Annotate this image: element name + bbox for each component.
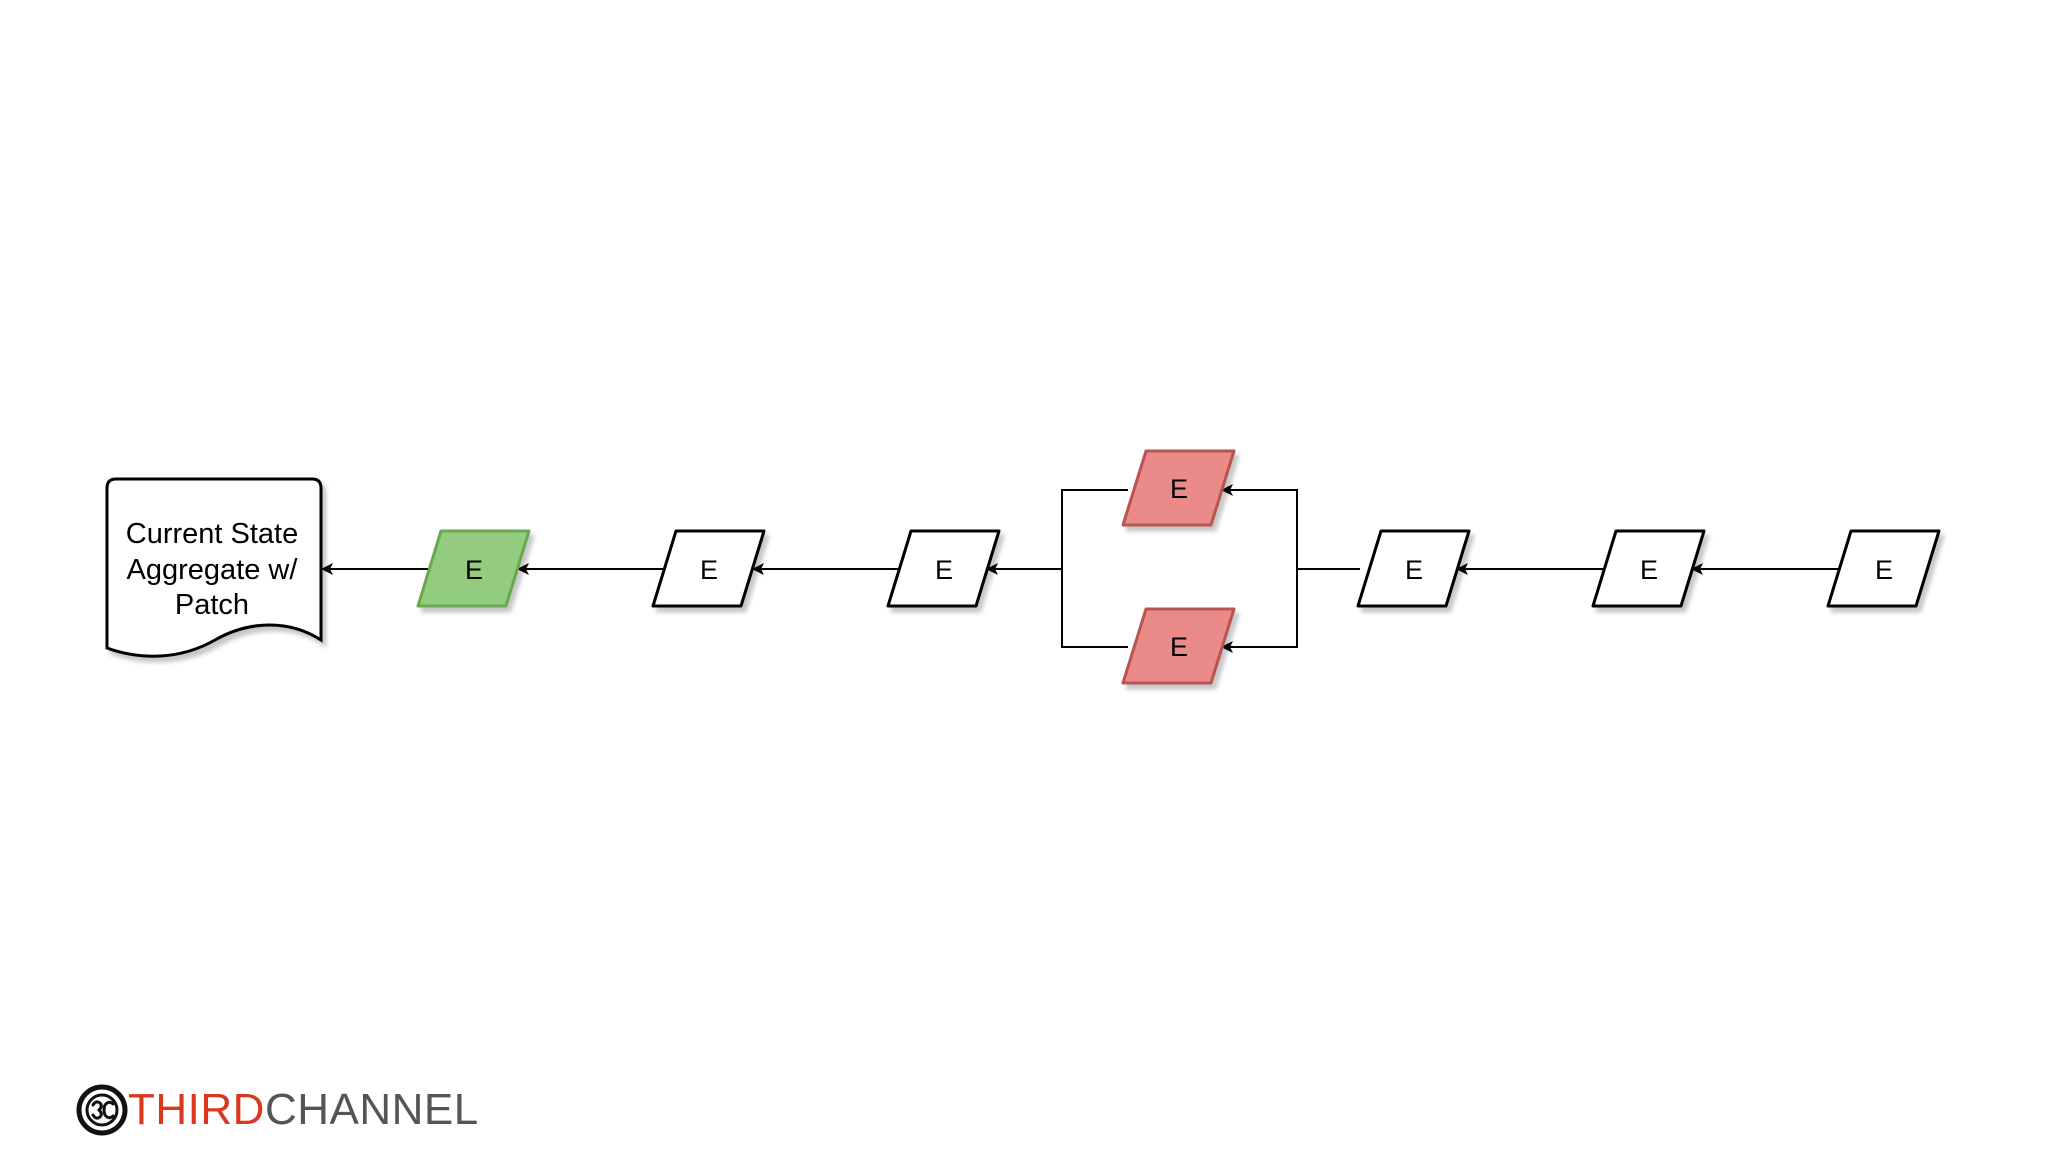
thirdchannel-logo-icon bbox=[76, 1084, 128, 1136]
edge-e4-branch bbox=[1061, 489, 1128, 648]
document-label-line1: Current State bbox=[126, 518, 298, 550]
event-node: E bbox=[1591, 529, 1706, 608]
event-label: E bbox=[1405, 555, 1423, 585]
thirdchannel-logo: THIRDCHANNEL bbox=[76, 1082, 479, 1138]
current-state-document: Current State Aggregate w/ Patch bbox=[105, 477, 323, 658]
event-node: E bbox=[1121, 607, 1236, 685]
event-node: E bbox=[886, 529, 1001, 608]
event-node: E bbox=[1356, 529, 1471, 608]
edge-split-to-e4 bbox=[1221, 484, 1360, 570]
event-label: E bbox=[1170, 632, 1188, 662]
event-node: E bbox=[651, 529, 766, 608]
event-label: E bbox=[1640, 555, 1658, 585]
document-label-line2: Aggregate w/ bbox=[127, 554, 299, 586]
logo-third: THIRD bbox=[128, 1085, 265, 1134]
edges bbox=[321, 484, 1839, 653]
event-label: E bbox=[1875, 555, 1893, 585]
document-label-line3: Patch bbox=[175, 589, 249, 621]
event-label: E bbox=[1170, 474, 1188, 504]
logo-channel: CHANNEL bbox=[264, 1085, 479, 1134]
thirdchannel-logo-text: THIRDCHANNEL bbox=[128, 1088, 479, 1132]
event-nodes: E E E E E E E E bbox=[416, 449, 1941, 685]
event-node: E bbox=[1826, 529, 1941, 608]
event-label: E bbox=[465, 555, 483, 585]
edge-split-to-e5 bbox=[1221, 569, 1298, 653]
event-node: E bbox=[1121, 449, 1236, 527]
event-node: E bbox=[416, 529, 531, 608]
event-label: E bbox=[935, 555, 953, 585]
event-label: E bbox=[700, 555, 718, 585]
